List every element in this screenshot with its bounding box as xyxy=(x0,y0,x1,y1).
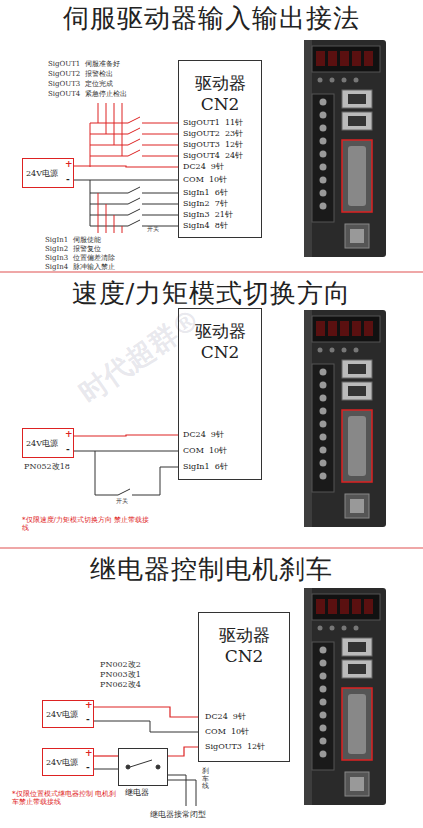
pin-label: SigOUT4 24针 xyxy=(183,151,243,160)
panel2-wires xyxy=(74,451,178,495)
driver-title: 驱动器 CN2 xyxy=(192,321,248,364)
wire-connector xyxy=(94,755,118,756)
pin-label: SigIn1 6针 xyxy=(183,188,228,197)
parameter-note: PN062改4 xyxy=(100,680,141,689)
warning-note: *仅限速度/力矩模式切换方向 禁止带载接线 xyxy=(22,516,152,532)
terminal-sign: - xyxy=(66,174,70,184)
panel-title: 伺服驱动器输入输出接法 xyxy=(0,4,423,34)
wire-connector xyxy=(94,707,198,717)
warning-note: *仅限位置模式继电器控制 电机刹车禁止带载接线 xyxy=(12,790,116,806)
power-label: 24V电源 xyxy=(46,709,78,720)
wire-label: 刹车线 xyxy=(202,768,209,791)
pin-label: SigIn4 8针 xyxy=(183,221,228,230)
pin-label: DC24 9针 xyxy=(183,162,224,171)
signal-description: SigIn2 报警复位 xyxy=(45,245,101,253)
signal-description: SigOUT1 伺服准备好 xyxy=(48,60,120,68)
pin-label: DC24 9针 xyxy=(205,712,246,721)
output-wires xyxy=(90,103,178,167)
relay-note: 继电器接常闭型 xyxy=(150,810,206,819)
signal-description: SigIn1 伺服使能 xyxy=(45,236,101,244)
wire-connector xyxy=(74,435,178,436)
pin-label: COM 10针 xyxy=(205,727,249,736)
switch-label: 开关 xyxy=(147,226,159,233)
pin-label: SigOUT3 12针 xyxy=(183,140,243,149)
terminal-sign: + xyxy=(85,748,93,758)
terminal-sign: - xyxy=(86,762,90,772)
terminal-sign: - xyxy=(66,444,70,454)
input-wires xyxy=(74,180,178,226)
servo-drive-image xyxy=(304,588,386,805)
panel-title: 速度/力矩模式切换方向 xyxy=(0,279,423,309)
signal-description: SigIn4 脉冲输入禁止 xyxy=(45,263,115,271)
servo-drive-image xyxy=(304,310,386,527)
pin-label: SigIn1 6针 xyxy=(183,462,228,471)
panel-divider xyxy=(0,547,423,548)
pin-label: COM 10针 xyxy=(183,446,227,455)
pin-label: COM 10针 xyxy=(183,175,227,184)
driver-title: 驱动器 CN2 xyxy=(192,73,248,116)
relay-box: 继电器 xyxy=(118,748,168,786)
terminal-sign: + xyxy=(65,429,73,439)
wire-connector xyxy=(168,747,198,756)
pin-label: DC24 9针 xyxy=(183,430,224,439)
pin-label: SigOUT1 11针 xyxy=(183,118,243,127)
panel-divider xyxy=(0,271,423,272)
pin-label: SigIn2 7针 xyxy=(183,199,228,208)
parameter-note: PN002改2 xyxy=(100,660,141,669)
servo-drive-image xyxy=(304,40,386,257)
pin-label: SigOUT2 23针 xyxy=(183,129,243,138)
pin-label: SigOUT3 12针 xyxy=(205,742,265,751)
driver-title: 驱动器 CN2 xyxy=(216,625,272,668)
signal-description: SigOUT2 报警检出 xyxy=(48,70,113,78)
terminal-sign: + xyxy=(65,159,73,169)
pin-label: SigIn3 21针 xyxy=(183,210,233,219)
power-label: 24V电源 xyxy=(46,757,78,768)
parameter-note: PN003改1 xyxy=(100,670,141,679)
parameter-note: PN052改18 xyxy=(24,462,70,471)
signal-description: SigIn3 位置偏差清除 xyxy=(45,254,115,262)
driver-box: 驱动器 CN2 xyxy=(198,612,290,762)
watermark: 时代超群® xyxy=(73,303,206,410)
power-label: 24V电源 xyxy=(26,438,58,449)
relay-label: 继电器 xyxy=(125,787,149,798)
power-label: 24V电源 xyxy=(26,168,58,179)
input-leaders xyxy=(98,193,122,233)
signal-description: SigOUT3 定位完成 xyxy=(48,80,113,88)
switch-label: 开关 xyxy=(116,498,128,505)
signal-description: SigOUT4 紧急停止检出 xyxy=(48,90,127,98)
terminal-sign: + xyxy=(85,700,93,710)
panel-title: 继电器控制电机刹车 xyxy=(0,555,423,585)
wire-connector xyxy=(74,166,178,167)
terminal-sign: - xyxy=(86,714,90,724)
